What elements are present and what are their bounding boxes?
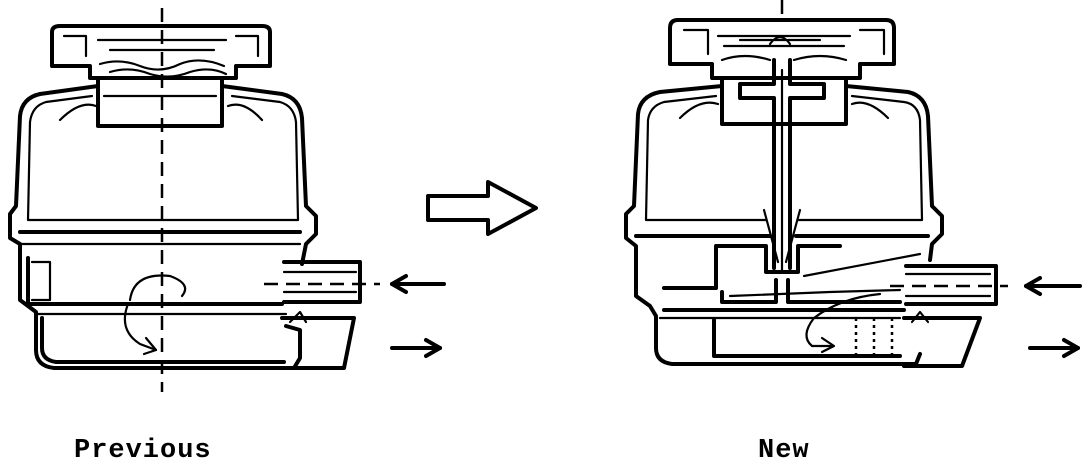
new-caption: New	[758, 436, 810, 466]
new-inlet-tube	[904, 264, 998, 306]
new-inlet-arrow-icon	[1024, 276, 1082, 296]
previous-inlet-arrow-icon	[390, 274, 446, 294]
new-outlet-arrow-icon	[1028, 338, 1080, 358]
previous-reservoir	[8, 8, 446, 392]
new-center-tube	[738, 58, 826, 270]
new-flow-swirl	[805, 292, 882, 348]
previous-caption: Previous	[74, 436, 212, 466]
previous-inlet-tube	[282, 260, 362, 304]
previous-tank-body	[8, 84, 302, 370]
new-reservoir	[624, 0, 1082, 368]
previous-cap	[50, 24, 272, 80]
previous-flow-swirl	[128, 274, 187, 302]
new-cap	[668, 18, 896, 80]
transition-arrow-icon	[426, 180, 538, 236]
previous-outlet-arrow-icon	[390, 338, 442, 358]
new-tank-body	[624, 84, 922, 366]
